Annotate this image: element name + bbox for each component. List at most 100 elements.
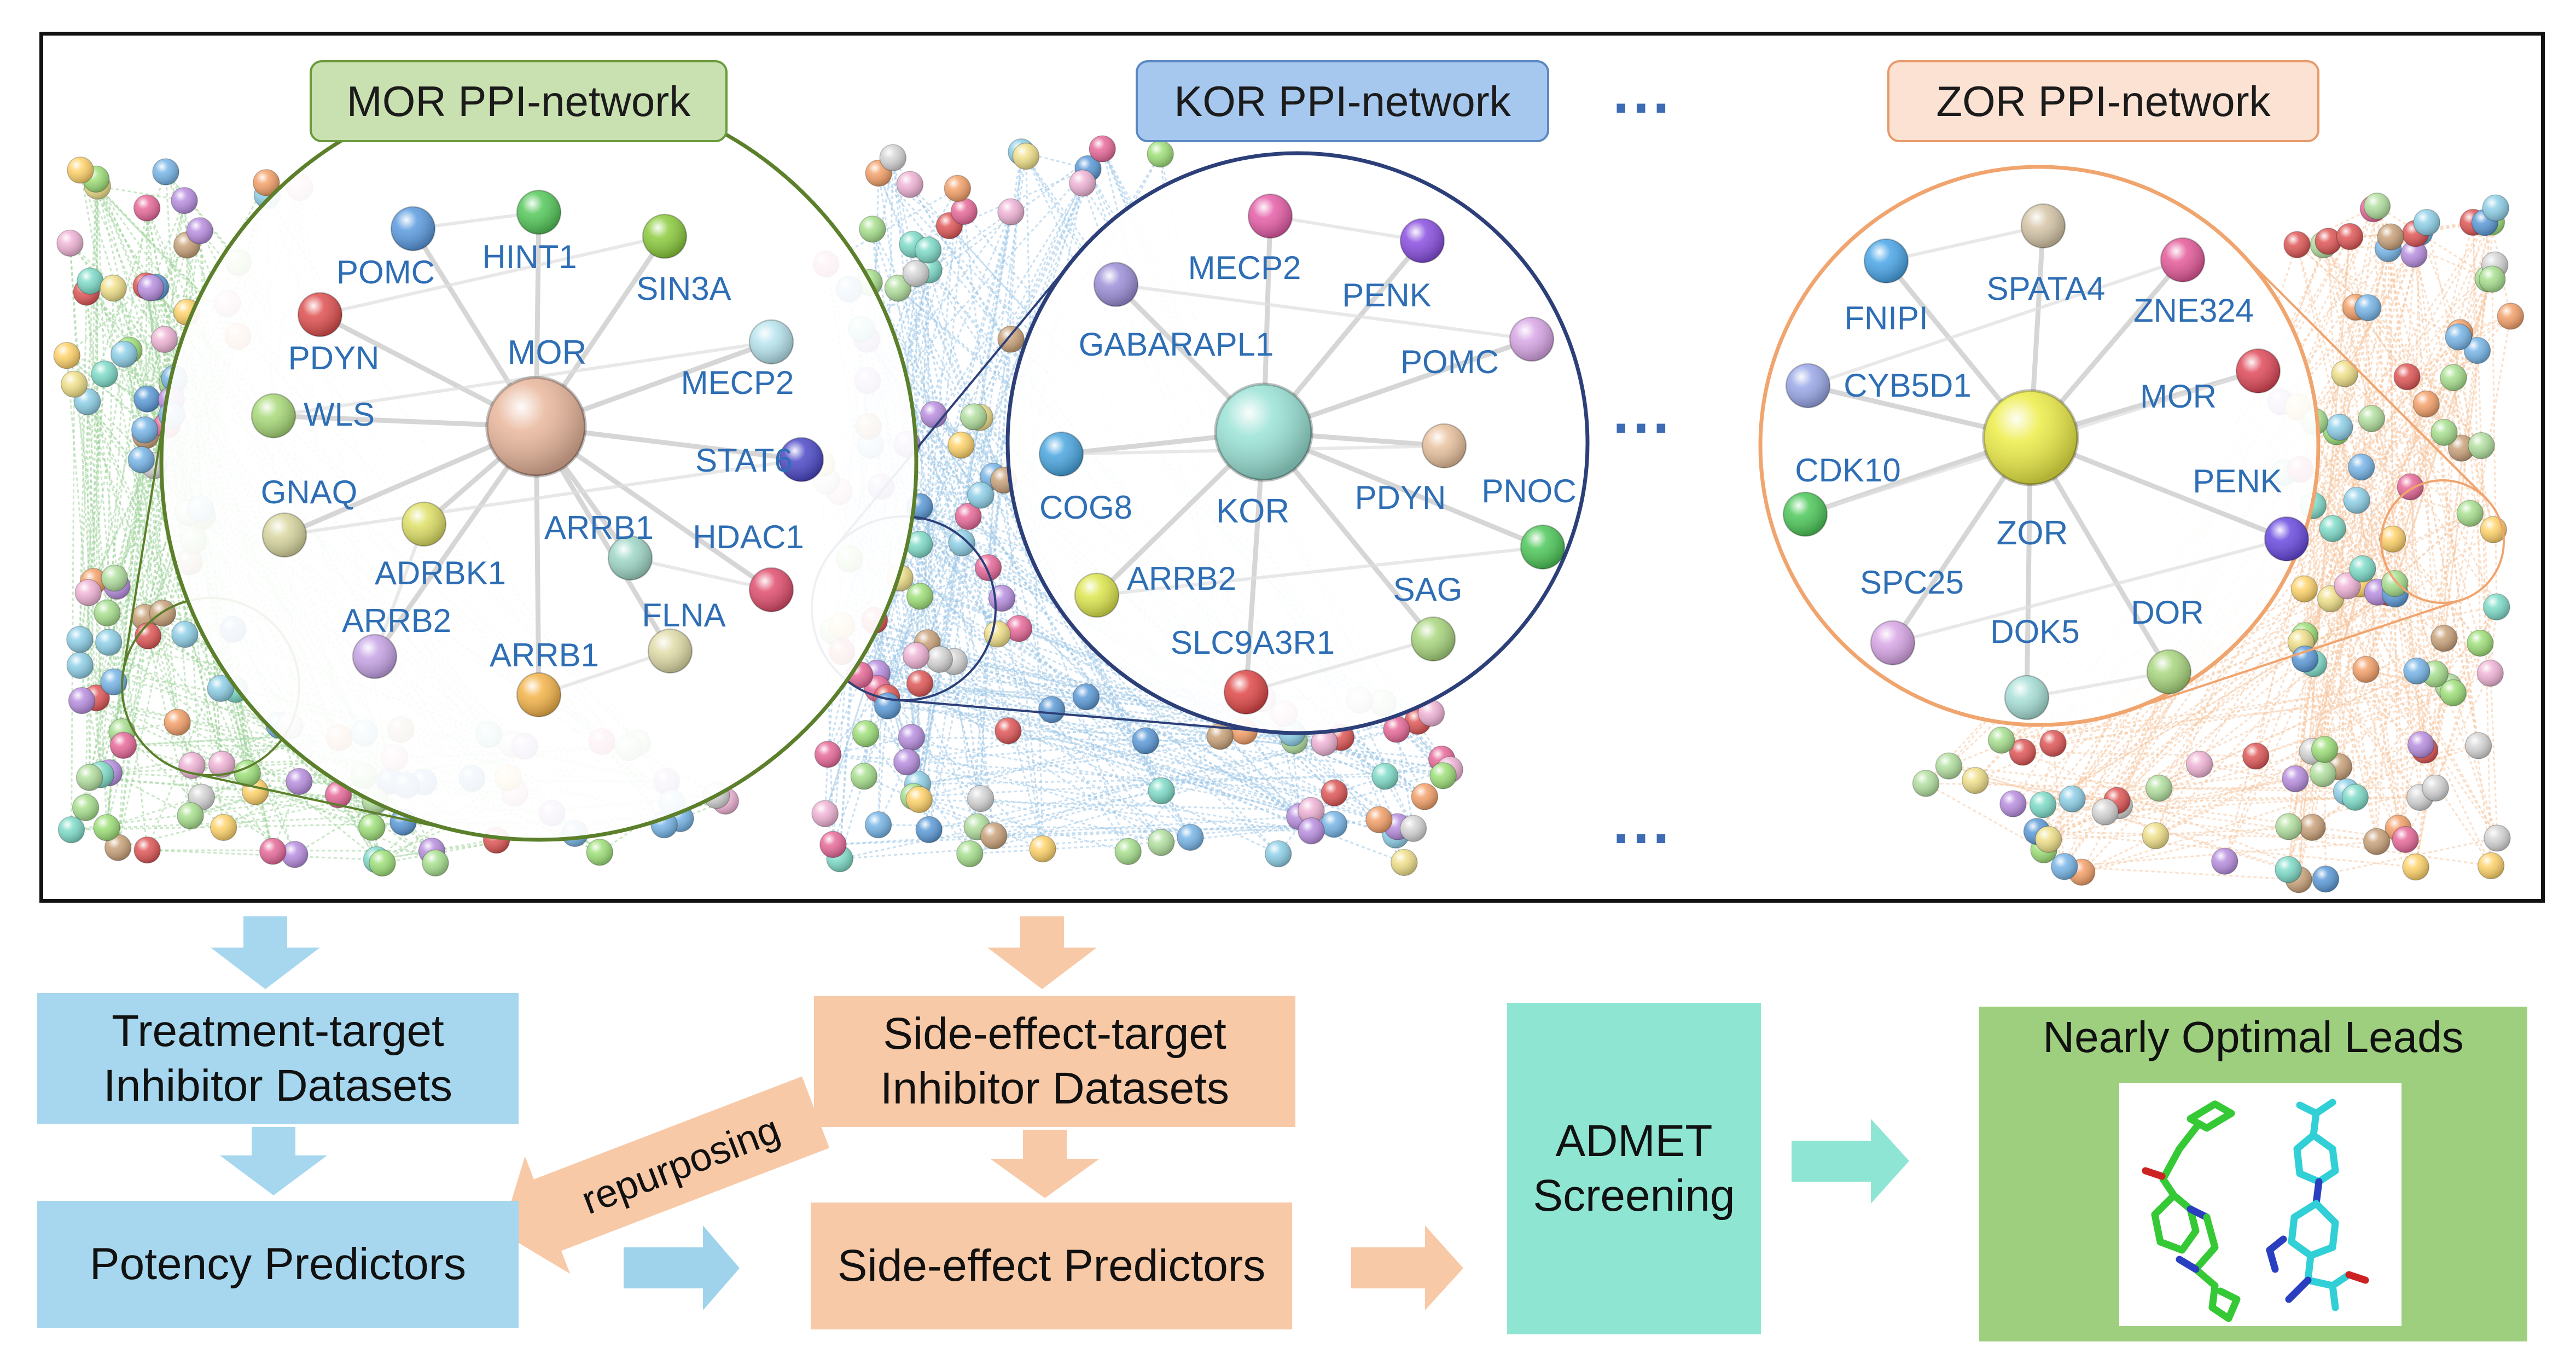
- kor-background-node: [980, 822, 1008, 850]
- kor-protein-label: PENK: [1342, 277, 1431, 313]
- zor-background-node: [2185, 751, 2213, 778]
- mor-background-node: [286, 768, 313, 795]
- mor-background-node: [57, 816, 85, 844]
- mor-protein-label: ADRBK1: [375, 555, 506, 591]
- mor-protein-node: [401, 501, 447, 547]
- mor-background-node: [77, 268, 104, 295]
- kor-background-node: [995, 717, 1022, 745]
- mor-background-node: [210, 814, 237, 841]
- kor-protein-label: GABARAPL1: [1079, 326, 1274, 363]
- zor-background-node: [2456, 499, 2484, 527]
- kor-background-node: [1320, 810, 1348, 838]
- network-panel-frame: [39, 32, 2545, 903]
- ellipsis-top: ...: [1613, 59, 1673, 126]
- mor-background-node: [422, 849, 449, 877]
- potency-predictors-box: Potency Predictors: [37, 1201, 519, 1328]
- zor-background-node: [2352, 655, 2380, 683]
- kor-protein-node: [1410, 616, 1456, 662]
- zor-background-node: [2363, 828, 2391, 855]
- zor-background-node: [2413, 208, 2440, 236]
- kor-background-node: [967, 481, 995, 509]
- kor-background-node: [1264, 840, 1292, 868]
- kor-background-node: [1321, 779, 1348, 807]
- mor-background-node: [109, 731, 137, 759]
- lead-molecules-image: [2119, 1083, 2401, 1326]
- zor-background-node: [1912, 770, 1940, 797]
- kor-background-node: [906, 583, 934, 610]
- zor-protein-label: CDK10: [1795, 452, 1900, 489]
- kor-zoom-line: [896, 699, 1274, 734]
- mor-zoom-line: [122, 403, 167, 673]
- zor-background-node: [2343, 486, 2371, 514]
- mor-background-node: [68, 687, 96, 714]
- zor-background-node: [2292, 645, 2319, 673]
- mor-protein-node: [607, 535, 653, 581]
- zor-background-node: [2275, 813, 2302, 840]
- mor-background-node: [111, 340, 138, 368]
- zor-background-node: [2282, 765, 2309, 793]
- kor-background-node: [884, 274, 912, 302]
- mor-background-node: [104, 834, 132, 861]
- zor-background-node: [2349, 555, 2376, 583]
- mor-protein-label: PDYN: [288, 340, 380, 376]
- kor-background-node: [906, 670, 934, 698]
- zor-background-node: [2242, 742, 2270, 770]
- zor-background-node: [2142, 822, 2170, 850]
- kor-background-node: [955, 503, 982, 530]
- mor-background-node: [152, 158, 179, 185]
- mor-protein-node: [297, 292, 343, 338]
- zor-protein-label: FNIPI: [1844, 300, 1928, 336]
- kor-background-node: [948, 529, 976, 557]
- side-effect-datasets-box: Side-effect-target Inhibitor Datasets: [814, 996, 1295, 1127]
- zor-background-node: [2476, 659, 2504, 687]
- zor-background-node: [2464, 732, 2492, 759]
- kor-background-node: [1371, 763, 1399, 790]
- kor-center-node: [1214, 382, 1313, 482]
- kor-background-node: [864, 811, 892, 839]
- kor-background-node: [905, 786, 933, 814]
- zor-background-node: [2354, 294, 2382, 322]
- zor-center-label: ZOR: [1997, 514, 2068, 552]
- kor-background-node: [915, 816, 943, 844]
- zor-background-node: [2377, 223, 2404, 251]
- zor-background-node: [2393, 363, 2421, 391]
- kor-protein-node: [1421, 423, 1467, 469]
- kor-background-node: [1114, 838, 1142, 865]
- zor-protein-node: [2160, 237, 2206, 283]
- zor-background-node: [1935, 752, 1963, 780]
- zor-protein-label: CYB5D1: [1844, 367, 1971, 404]
- kor-background-node: [1177, 823, 1204, 851]
- kor-background-node: [1311, 729, 1338, 756]
- mor-protein-label: MECP2: [681, 364, 794, 401]
- zor-background-node: [2341, 783, 2369, 811]
- zor-background-node: [2283, 231, 2311, 258]
- mor-background-node: [586, 839, 613, 866]
- mor-protein-node: [516, 189, 562, 235]
- kor-protein-label: ARRB2: [1127, 560, 1236, 597]
- zor-background-node: [2331, 360, 2359, 387]
- zor-background-node: [2422, 774, 2449, 802]
- kor-background-node: [960, 403, 987, 431]
- mor-background-node: [56, 229, 84, 257]
- kor-background-node: [1089, 135, 1116, 162]
- zor-background-node: [2479, 265, 2506, 293]
- mor-background-node: [133, 385, 161, 413]
- mor-protein-node: [647, 628, 693, 674]
- mor-protein-node: [516, 672, 562, 718]
- kor-background-node: [1417, 699, 1445, 727]
- kor-background-node: [819, 830, 847, 858]
- mor-background-node: [66, 652, 94, 679]
- zor-protein-node: [1782, 491, 1828, 537]
- arrow-down-orange-2: [990, 1130, 1100, 1198]
- zor-protein-node: [2264, 516, 2310, 562]
- zor-background-node: [2430, 419, 2458, 446]
- mor-background-node: [208, 751, 236, 778]
- zor-background-node: [2299, 814, 2326, 841]
- admet-screening-box: ADMET Screening: [1507, 1003, 1761, 1334]
- kor-background-node: [926, 646, 953, 673]
- mor-background-node: [75, 764, 103, 791]
- kor-protein-node: [1247, 193, 1293, 239]
- mor-protein-label: GNAQ: [261, 474, 358, 510]
- kor-background-node: [1012, 142, 1040, 170]
- kor-protein-node: [1399, 218, 1445, 264]
